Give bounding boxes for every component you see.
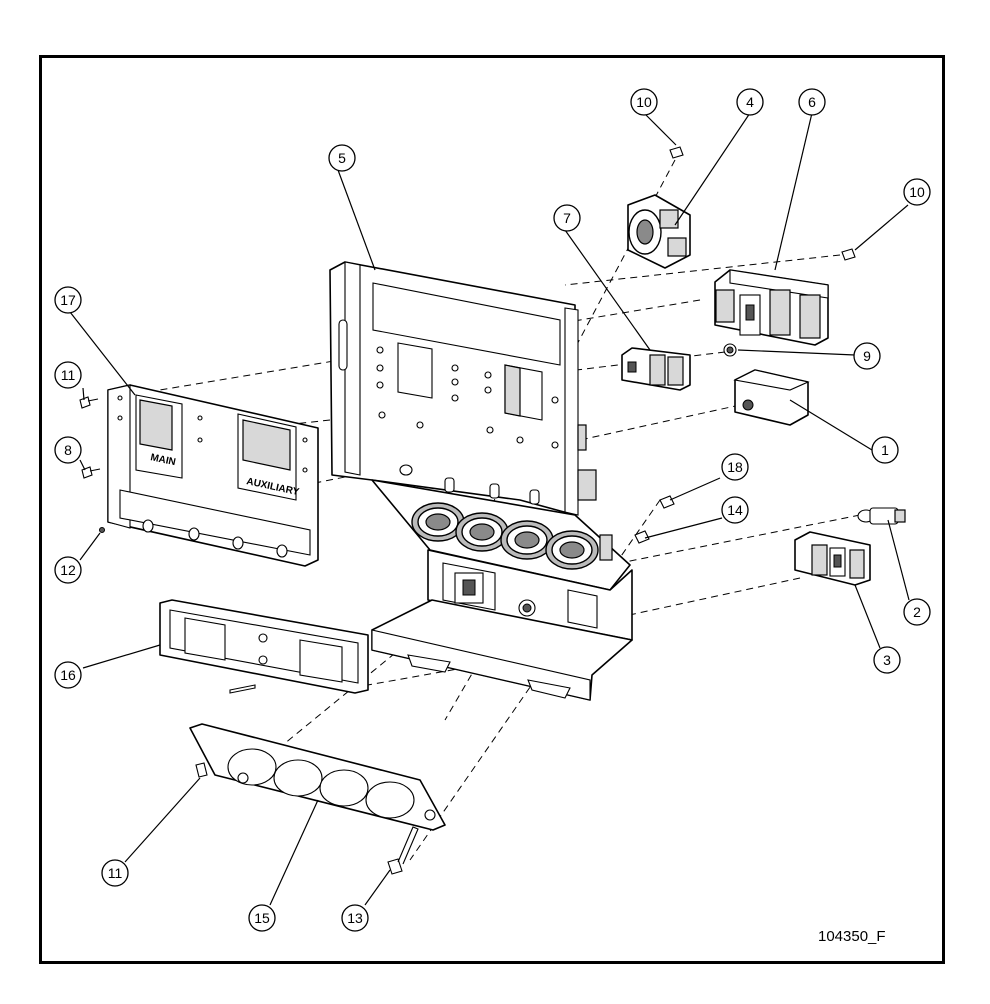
drawing-frame: [39, 55, 945, 964]
callout-5: 5: [328, 144, 356, 172]
callout-10-right-label: 10: [909, 184, 925, 200]
callout-7: 7: [553, 204, 581, 232]
callout-14: 14: [721, 496, 749, 524]
callout-4-label: 4: [746, 94, 754, 110]
callout-16: 16: [54, 661, 82, 689]
leader-lines: [69, 112, 910, 906]
callout-12-label: 12: [60, 562, 76, 578]
component-2-switch: [857, 507, 906, 525]
callout-9-label: 9: [863, 348, 871, 364]
callout-16-label: 16: [60, 667, 76, 683]
callout-6-label: 6: [808, 94, 816, 110]
callout-7-label: 7: [563, 210, 571, 226]
callout-10-top-label: 10: [636, 94, 652, 110]
grommet-row: [411, 502, 599, 570]
callout-11-left: 11: [54, 361, 82, 389]
callout-4: 4: [736, 88, 764, 116]
callout-1-label: 1: [881, 442, 889, 458]
callout-8-label: 8: [64, 442, 72, 458]
cover-plate: [159, 599, 369, 694]
callout-1: 1: [871, 436, 899, 464]
callout-18: 18: [721, 453, 749, 481]
callout-5-label: 5: [338, 150, 346, 166]
callout-8: 8: [54, 436, 82, 464]
callout-12: 12: [54, 556, 82, 584]
drawing-number: 104350_F: [818, 928, 886, 945]
component-3-relay: [794, 531, 871, 586]
component-4-breaker: [627, 194, 691, 269]
gasket-plate: [189, 723, 446, 831]
callout-9: 9: [853, 342, 881, 370]
callout-10-right: 10: [903, 178, 931, 206]
callout-15-label: 15: [254, 910, 270, 926]
callout-3: 3: [873, 646, 901, 674]
callout-14-label: 14: [727, 502, 743, 518]
main-bracket: [329, 261, 633, 701]
callout-11-bottom-label: 11: [108, 865, 123, 881]
callout-13-label: 13: [347, 910, 363, 926]
callout-2: 2: [903, 598, 931, 626]
callout-3-label: 3: [883, 652, 891, 668]
callout-18-label: 18: [727, 459, 743, 475]
callout-10-top: 10: [630, 88, 658, 116]
callout-17-label: 17: [60, 292, 76, 308]
component-1-box: [733, 369, 810, 426]
callout-11-bottom: 11: [101, 859, 129, 887]
callout-15: 15: [248, 904, 276, 932]
callout-2-label: 2: [913, 604, 921, 620]
front-label-panel: MAIN AUXILIARY: [107, 384, 319, 567]
fasteners: [79, 146, 856, 875]
callout-11-left-label: 11: [61, 367, 76, 383]
callout-13: 13: [341, 904, 369, 932]
callout-17: 17: [54, 286, 82, 314]
component-7-relay: [621, 347, 691, 391]
panel-label-main: MAIN: [149, 452, 176, 468]
component-6-contactor: [714, 269, 829, 346]
callout-6: 6: [798, 88, 826, 116]
callout-balloons: 1 2 3 4 5 6 7 8 9 10 10 11 11 12 13 14 1…: [54, 88, 931, 932]
